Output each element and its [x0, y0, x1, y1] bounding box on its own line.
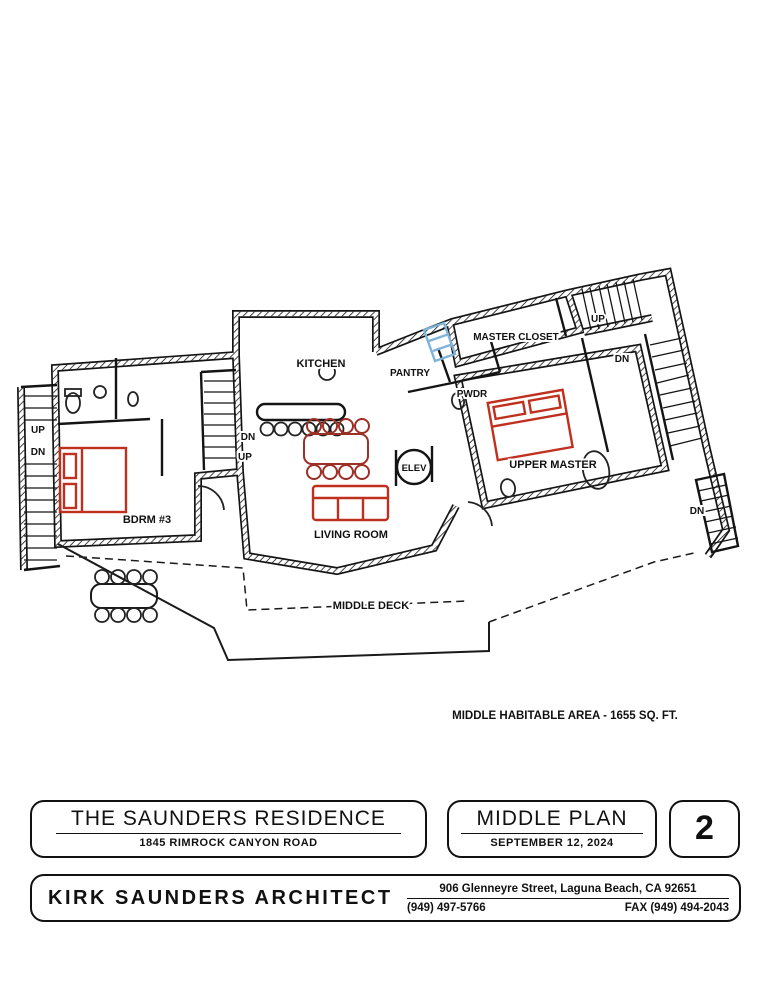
- project-address: 1845 RIMROCK CANYON ROAD: [139, 837, 318, 849]
- label-kitchen: KITCHEN: [297, 358, 346, 370]
- bed-bedroom3: [58, 446, 128, 514]
- sheet-title: MIDDLE PLAN: [476, 807, 628, 830]
- floor-plan-drawing: KITCHEN PANTRY MASTER CLOSET PWDR UPPER …: [0, 0, 740, 724]
- sofa: [311, 484, 390, 522]
- label-bedroom3: BDRM #3: [123, 514, 171, 526]
- left-stair-treads: [24, 395, 57, 561]
- label-living-room: LIVING ROOM: [314, 529, 388, 541]
- toilet-icon: [65, 392, 81, 414]
- sink-icon: [93, 385, 107, 399]
- label-up-middle: UP: [238, 452, 252, 463]
- label-dn-right: DN: [690, 506, 704, 517]
- office-fax: FAX (949) 494-2043: [624, 901, 729, 914]
- stair-treads: [24, 278, 739, 561]
- room-labels: KITCHEN PANTRY MASTER CLOSET PWDR UPPER …: [29, 312, 706, 724]
- elevator-shaft: [395, 448, 433, 486]
- label-master-closet: MASTER CLOSET: [473, 332, 559, 343]
- label-up-top-right: UP: [591, 314, 605, 325]
- label-dn-middle: DN: [241, 432, 255, 443]
- project-name: THE SAUNDERS RESIDENCE: [71, 807, 386, 830]
- label-powder: PWDR: [457, 389, 488, 400]
- label-upper-master: UPPER MASTER: [509, 459, 596, 471]
- skylight-icon: [422, 321, 457, 363]
- area-note: MIDDLE HABITABLE AREA - 1655 SQ. FT.: [452, 710, 678, 722]
- bed-upper-master: [486, 388, 575, 462]
- dining-table: [303, 418, 370, 480]
- office-address: 906 Glenneyre Street, Laguna Beach, CA 9…: [439, 882, 697, 895]
- right-stair-treads: [649, 337, 703, 447]
- label-dn-top-right: DN: [615, 354, 629, 365]
- label-pantry: PANTRY: [390, 368, 430, 379]
- toilet-tank-icon: [64, 388, 82, 397]
- label-dn-left: DN: [31, 447, 45, 458]
- sink-icon: [127, 391, 139, 407]
- sheet-number: 2: [695, 809, 714, 847]
- label-up-left: UP: [31, 425, 45, 436]
- bottom-right-stair-treads: [697, 484, 739, 545]
- architect-name: KIRK SAUNDERS ARCHITECT: [48, 886, 393, 909]
- master-tub-icon: [581, 450, 611, 490]
- top-right-stair-treads: [581, 278, 643, 331]
- bath-fixtures: [64, 363, 611, 498]
- master-toilet-icon: [500, 478, 516, 498]
- sheet-title-box: MIDDLE PLAN SEPTEMBER 12, 2024: [447, 800, 657, 858]
- powder-toilet-icon: [450, 392, 466, 410]
- deck-edge: [57, 543, 490, 662]
- architect-contact: 906 Glenneyre Street, Laguna Beach, CA 9…: [407, 883, 739, 914]
- label-elevator: ELEV: [402, 463, 427, 474]
- door-swing-arcs: [197, 485, 493, 527]
- kitchen-sink-icon: [318, 363, 336, 381]
- sheet-divider: [461, 833, 643, 834]
- label-middle-deck: MIDDLE DECK: [333, 600, 409, 612]
- sheet-number-box: 2: [669, 800, 740, 858]
- office-phone: (949) 497-5766: [407, 901, 486, 914]
- deck-dashed-line: [65, 552, 695, 623]
- architect-box: KIRK SAUNDERS ARCHITECT 906 Glenneyre St…: [30, 874, 741, 922]
- deck-table: [90, 569, 158, 623]
- sheet-date: SEPTEMBER 12, 2024: [490, 837, 614, 849]
- middle-stair-treads: [204, 380, 236, 459]
- contact-divider: [407, 897, 729, 899]
- project-title-box: THE SAUNDERS RESIDENCE 1845 RIMROCK CANY…: [30, 800, 427, 858]
- exterior-walls: [21, 272, 726, 571]
- title-divider: [55, 833, 402, 834]
